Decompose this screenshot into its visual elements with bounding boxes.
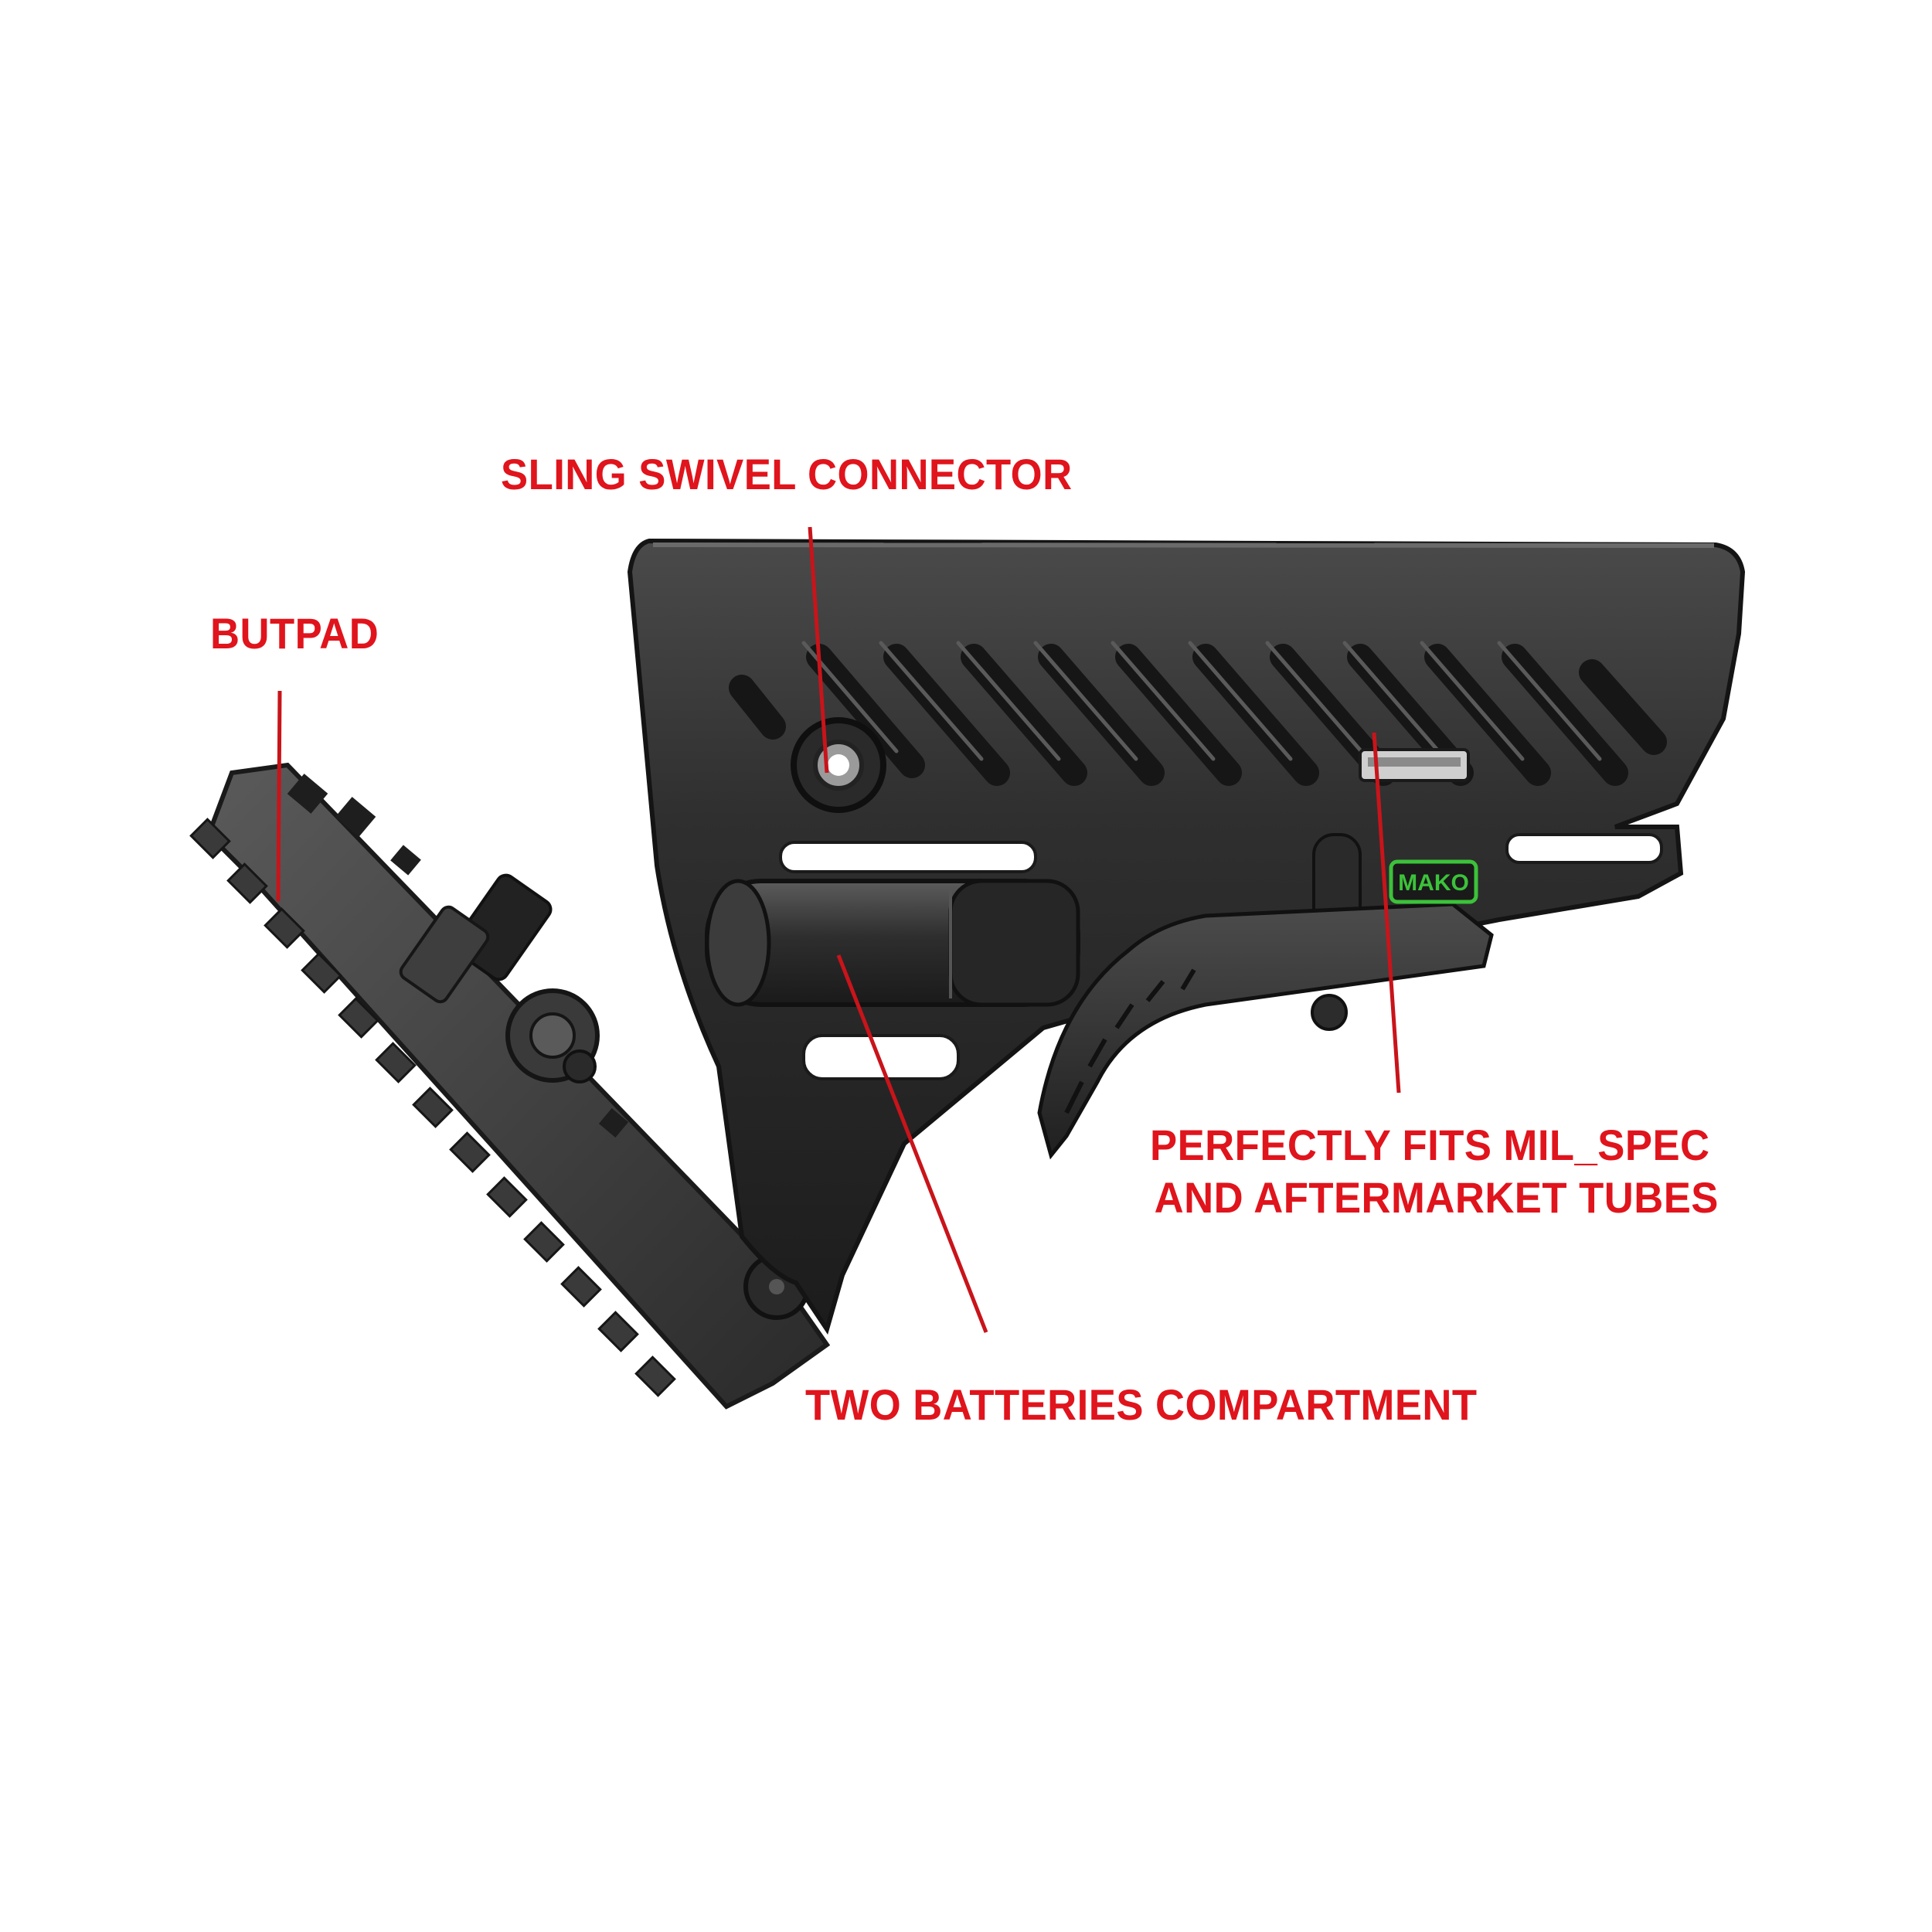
body-window-rear [1505, 833, 1663, 864]
grip-slots [729, 644, 1667, 786]
body-window-upper [779, 841, 1037, 873]
leader-line-batteries [836, 954, 988, 1333]
butpad [189, 762, 831, 1410]
mako-logo: MAKO [1389, 859, 1478, 904]
body-window-lower [802, 1034, 960, 1080]
leader-line-fits [1372, 732, 1401, 1094]
tube-fit-label-line2: AND AFTERMARKET TUBES [1154, 1173, 1719, 1222]
leader-line-sling [808, 526, 829, 774]
butpad-label: BUTPAD [210, 609, 379, 658]
batteries-label: TWO BATTERIES COMPARTMENT [805, 1380, 1478, 1429]
tube-fit-label-line1: PERFECTLY FITS MIL_SPEC [1150, 1121, 1710, 1169]
butpad-teeth [189, 818, 676, 1397]
leader-lines [276, 526, 1401, 1333]
tube-fit-label: PERFECTLY FITS MIL_SPEC AND AFTERMARKET … [1150, 1119, 1719, 1224]
mako-logo-text: MAKO [1398, 870, 1469, 896]
release-lever [1037, 902, 1494, 1160]
sling-swivel-label: SLING SWIVEL CONNECTOR [501, 450, 1073, 498]
battery-tube [705, 879, 1080, 1007]
leader-line-butpad [276, 690, 282, 902]
